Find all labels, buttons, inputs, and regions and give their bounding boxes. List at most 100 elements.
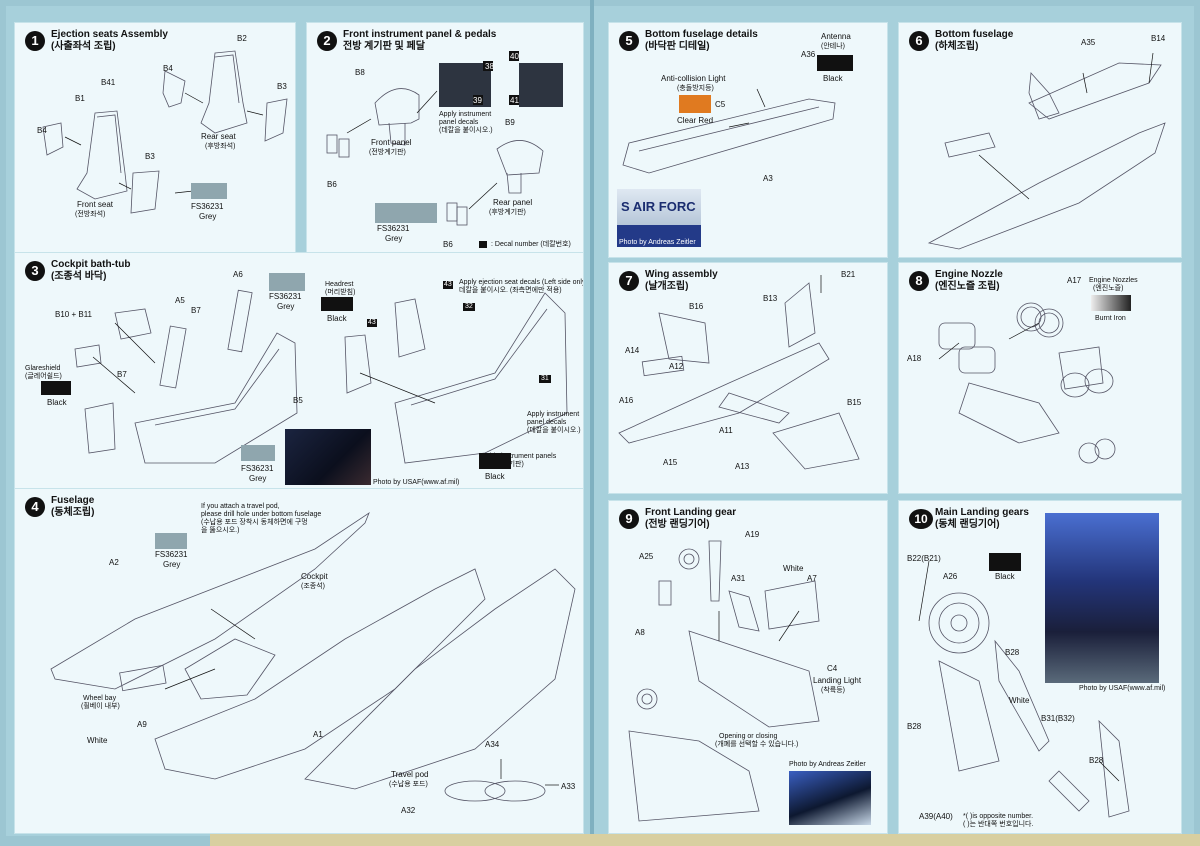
landing-gear-photo (789, 771, 871, 825)
label-b31: B31(B32) (1041, 714, 1075, 723)
label-b5: B5 (293, 396, 303, 405)
apply-note-kr: (데칼을 붙이시오.) (439, 127, 493, 134)
label-black: Black (485, 472, 505, 481)
step-number: 5 (619, 31, 639, 51)
label-a12: A12 (669, 362, 684, 371)
label-a18: A18 (907, 354, 922, 363)
apply-note-2: panel decals (439, 119, 479, 126)
step-title: Front Landing gear(전방 랜딩기어) (645, 507, 737, 530)
label-fs36231: FS36231 (191, 202, 224, 211)
photo-lettering: S AIR FORC (621, 199, 696, 214)
label-c4: C4 (827, 664, 838, 673)
label-grey: Grey (199, 212, 217, 221)
step-title: Wing assembly(날개조립) (645, 269, 718, 292)
decal-40: 40 (510, 52, 519, 61)
photo-credit: Photo by Andreas Zeitler (619, 239, 696, 246)
step-title: Ejection seats Assembly(사출좌석 조립) (51, 29, 168, 52)
front-gear-drawing (628, 540, 820, 822)
label-front-seat: Front seat (77, 200, 114, 209)
label-b7: B7 (191, 306, 201, 315)
label-fs36231: FS36231 (269, 292, 302, 301)
label-a7: A7 (807, 574, 817, 583)
label-a2: A2 (109, 558, 119, 567)
step-3-panel: 3 Cockpit bath-tub(조종석 바닥) A6 FS36231 Gr… (14, 252, 584, 494)
cockpit-tub-drawing (74, 289, 568, 464)
label-cockpit: Cockpit (301, 572, 328, 581)
photo-credit: Photo by Andreas Zeitler (789, 761, 866, 768)
label-wheel-bay-kr: (휠베이 내부) (81, 703, 120, 710)
apply-inst-note: Apply instrument (527, 411, 580, 418)
label-a3: A3 (763, 174, 773, 183)
step-title: Main Landing gears(동체 랜딩기어) (935, 507, 1029, 530)
instrument-panel-drawing (326, 88, 544, 226)
label-front-panel-kr: (전방계기판) (369, 149, 406, 156)
decal-32: 32 (463, 303, 475, 311)
engine-nozzle-drawing (938, 302, 1116, 464)
label-engine-nozzles: Engine Nozzles (1089, 277, 1138, 284)
cockpit-photo (285, 429, 371, 485)
page-fold (590, 0, 594, 846)
label-glareshield: Glareshield (25, 365, 61, 372)
label-black: Black (47, 398, 67, 407)
label-a39: A39(A40) (919, 812, 953, 821)
label-clear-red: Clear Red (677, 116, 714, 125)
photo-credit: Photo by USAF(www.af.mil) (373, 479, 460, 486)
step-title: Fuselage(동체조립) (51, 495, 95, 518)
label-a8: A8 (635, 628, 645, 637)
label-a9: A9 (137, 720, 147, 729)
label-white: White (783, 564, 804, 573)
step-4-panel: 4 Fuselage(동체조립) If you attach a travel … (14, 488, 584, 834)
decal-31: 31 (539, 375, 551, 383)
label-antenna: Antenna (821, 32, 851, 41)
step-10-panel: 10 Main Landing gears(동체 랜딩기어) Black B22… (898, 500, 1182, 834)
label-a32: A32 (401, 806, 416, 815)
label-b14: B14 (1151, 34, 1166, 43)
label-landing-light-kr: (착륙등) (821, 687, 845, 694)
label-b4: B4 (37, 126, 47, 135)
step-8-panel: 8 Engine Nozzle(엔진노즐 조립) A17 Engine Nozz… (898, 262, 1182, 494)
orange-swatch (679, 95, 711, 113)
label-rear-seat: Rear seat (201, 132, 236, 141)
label-rear-panel-kr: (후방계기판) (489, 209, 526, 216)
label-b2: B2 (237, 34, 247, 43)
photo-credit: Photo by USAF(www.af.mil) (1079, 685, 1166, 692)
label-a34: A34 (485, 740, 500, 749)
burnt-iron-swatch (1091, 295, 1131, 311)
step-number: 8 (909, 271, 929, 291)
decal-41: 41 (510, 96, 519, 105)
label-c5: C5 (715, 100, 726, 109)
label-black: Black (823, 74, 843, 83)
label-wheel-bay: Wheel bay (83, 695, 117, 702)
step-title: Bottom fuselage(하체조립) (935, 29, 1014, 52)
label-opening: Opening or closing (719, 733, 778, 740)
bottom-details-drawing (622, 88, 836, 174)
main-gear-drawing (918, 560, 1130, 818)
label-b22: B22(B21) (907, 554, 941, 563)
label-b15: B15 (847, 398, 862, 407)
step-number: 10 (909, 509, 933, 529)
label-b9: B9 (505, 118, 515, 127)
travel-note-2: please drill hole under bottom fuselage (201, 511, 322, 518)
label-fs36231: FS36231 (155, 550, 188, 559)
label-grey: Grey (163, 560, 181, 569)
table-edge (210, 834, 1200, 846)
step-title: Bottom fuselage details(바닥판 디테일) (645, 29, 758, 52)
grey-swatch (155, 533, 187, 549)
wing-drawing (618, 275, 860, 470)
label-a33: A33 (561, 782, 576, 791)
label-a13: A13 (735, 462, 750, 471)
label-front-panel: Front panel (371, 138, 412, 147)
label-fs36231: FS36231 (241, 464, 274, 473)
grey-swatch (191, 183, 227, 199)
decal-43: 43 (367, 319, 377, 327)
label-anti-collision-kr: (충돌방지등) (677, 85, 714, 92)
step-title: Engine Nozzle(엔진노즐 조립) (935, 269, 1003, 292)
label-cockpit-kr: (조종석) (301, 583, 325, 590)
label-b3: B3 (277, 82, 287, 91)
decal-39: 39 (473, 96, 482, 105)
rear-panel-decal (519, 63, 563, 107)
label-engine-nozzles-kr: (엔진노즐) (1093, 285, 1124, 292)
label-a19: A19 (745, 530, 760, 539)
black-swatch (479, 453, 511, 469)
decal-43: 43 (443, 281, 453, 289)
